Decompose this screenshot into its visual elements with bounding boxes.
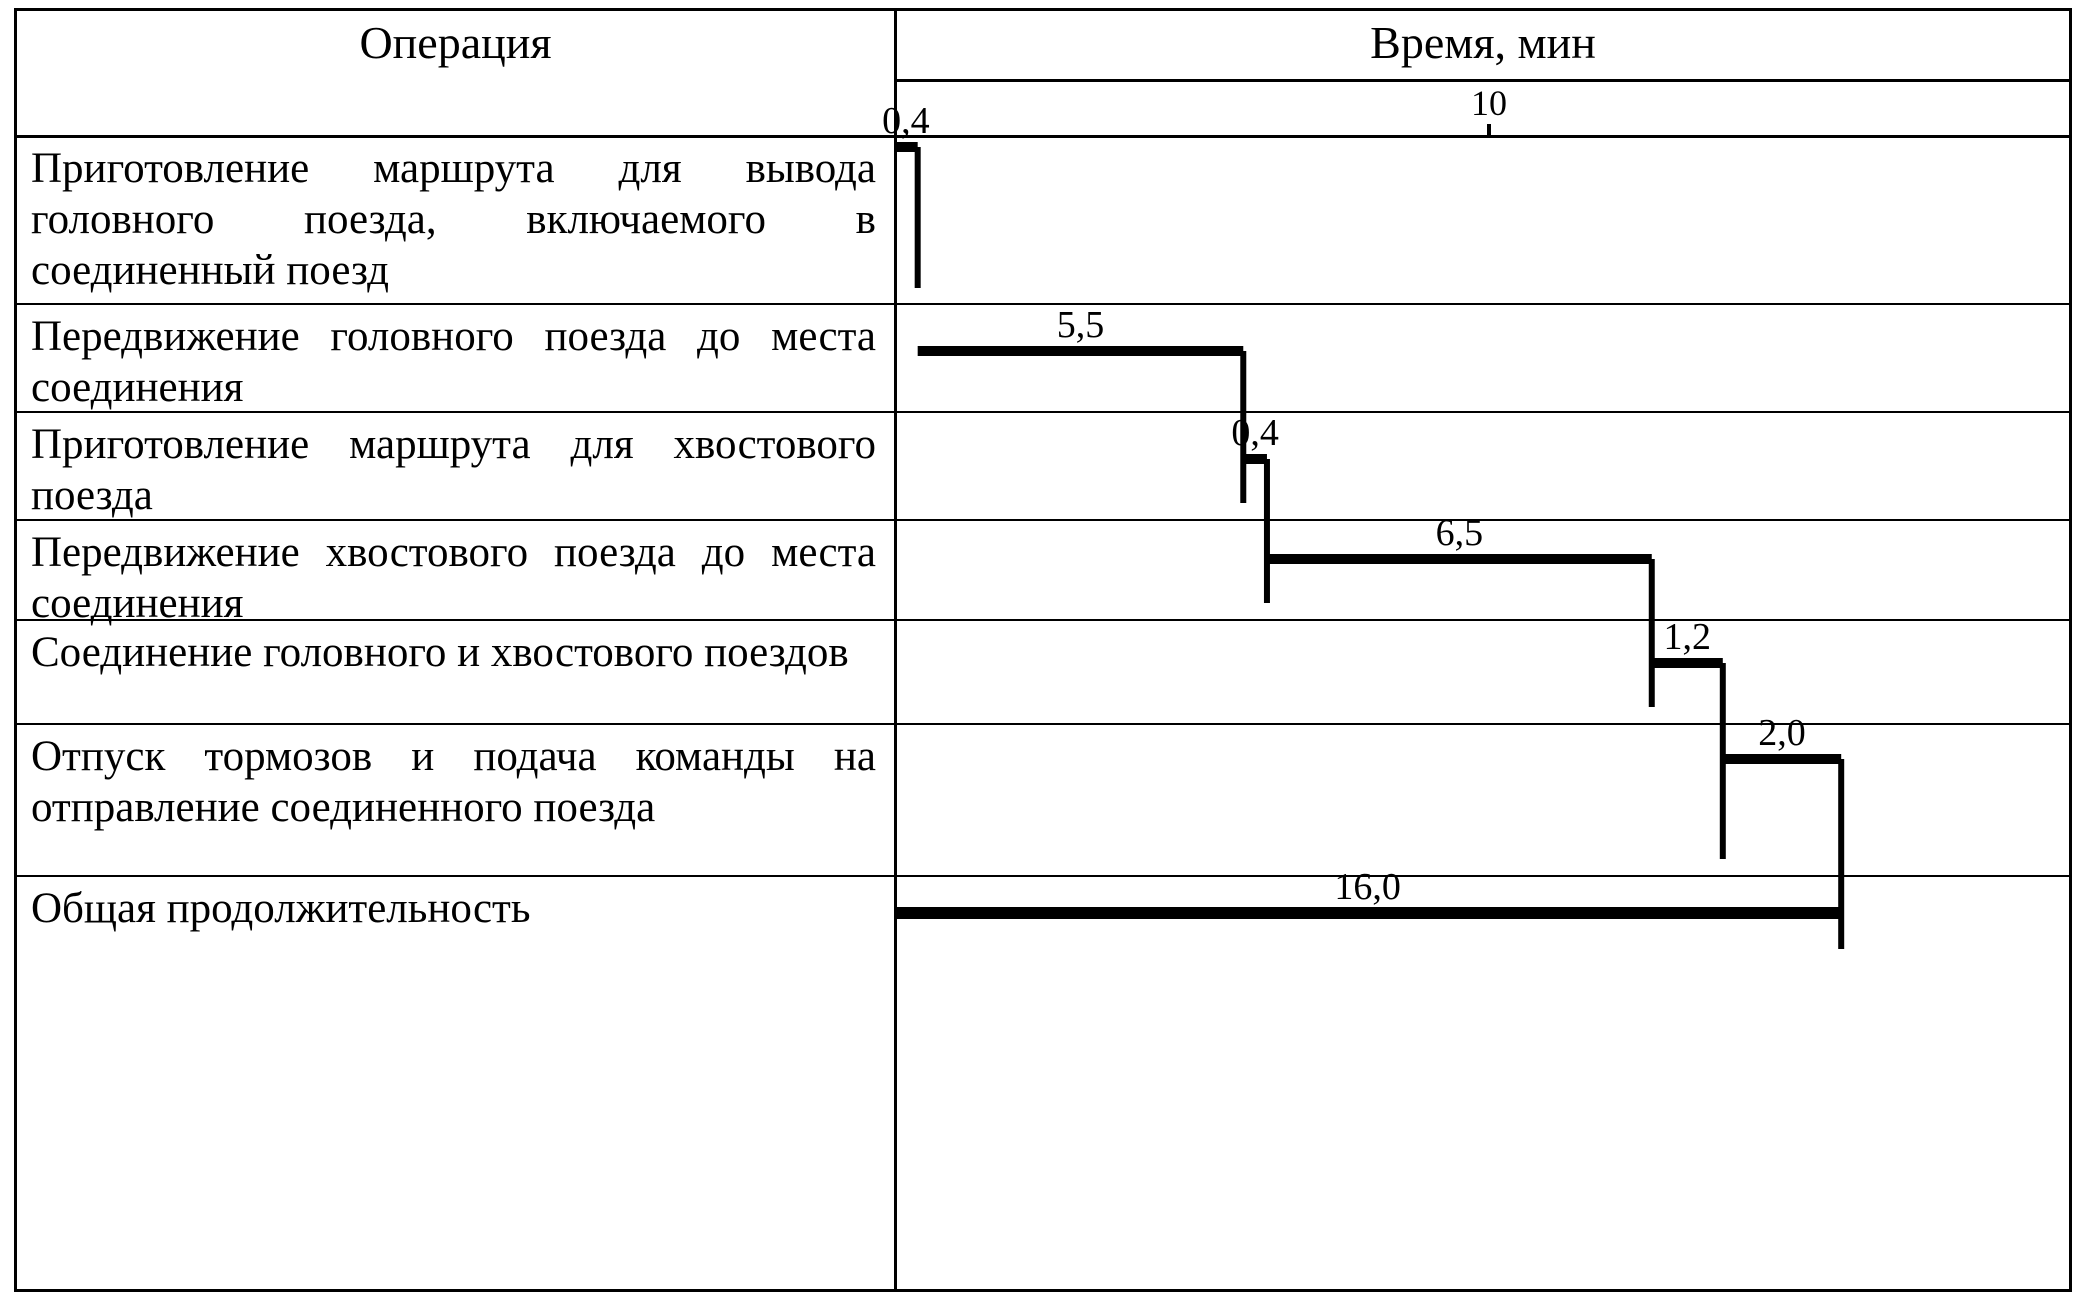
row-separator-3 [17,519,2069,521]
header-cell-operation: Операция [17,11,894,138]
operation-text-6: Отпуск тормозов и подача команды на отпр… [31,733,876,831]
scale-tick-mark-10 [1487,124,1491,138]
scale-tick-label-10: 10 [1471,83,1507,123]
header-bottom-separator [17,135,2069,138]
operation-cell-3: Приготовление маршрута для хвостового по… [31,415,876,519]
header-label-time: Время, мин [1370,17,1596,68]
operation-text-5: Соединение головного и хвостового поездо… [31,629,849,676]
row-separator-6 [17,875,2069,877]
row-separator-1 [17,303,2069,305]
header-label-operation: Операция [359,17,552,68]
operation-cell-1: Приготовление маршрута для вывода головн… [31,139,876,299]
operation-text-1: Приготовление маршрута для вывода головн… [31,145,876,294]
time-scale-band: 10 [897,83,2069,138]
operation-cell-2: Передвижение головного поезда до места с… [31,307,876,411]
operation-text-3: Приготовление маршрута для хвостового по… [31,421,876,519]
header-time-separator [894,79,2069,82]
column-divider [894,11,897,1289]
header-cell-time: Время, мин [897,11,2069,84]
operation-cell-6: Отпуск тормозов и подача команды на отпр… [31,727,876,877]
row-separator-2 [17,411,2069,413]
operation-text-2: Передвижение головного поезда до места с… [31,313,876,411]
operation-cell-7: Общая продолжительность [31,879,876,939]
row-separator-4 [17,619,2069,621]
operation-text-4: Передвижение хвостового поезда до места … [31,529,876,627]
row-separator-5 [17,723,2069,725]
operation-time-table: Операция Время, мин 10 Приготовление мар… [14,8,2072,1292]
operation-cell-5: Соединение головного и хвостового поездо… [31,623,876,719]
operation-cell-4: Передвижение хвостового поезда до места … [31,523,876,627]
operation-text-7: Общая продолжительность [31,885,531,932]
